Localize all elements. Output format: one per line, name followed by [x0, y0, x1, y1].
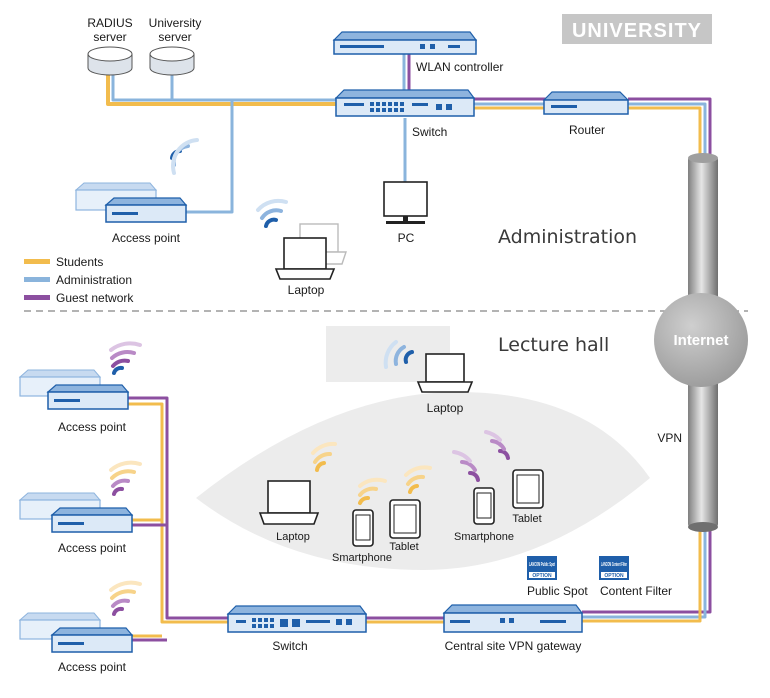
legend-swatch-guest [24, 295, 50, 300]
vpn-label: VPN [657, 431, 682, 445]
pc-icon [383, 181, 428, 224]
smartphone-guest-label: Smartphone [454, 531, 514, 543]
connections [106, 54, 712, 642]
access-point-3-icon [18, 612, 134, 653]
university-server-icon [149, 46, 195, 76]
access-point-1-label: Access point [58, 420, 127, 434]
legend-swatch-students [24, 259, 50, 264]
switch-admin-icon [334, 89, 476, 117]
title-text: UNIVERSITY [572, 20, 702, 42]
switch-hall-icon [226, 605, 368, 633]
wifi-access-point-3-icon [109, 580, 142, 616]
laptop-hall-label: Laptop [276, 531, 310, 543]
tablet-students-icon [389, 499, 421, 539]
access-point-3-label: Access point [58, 660, 127, 674]
tablet-students-label: Tablet [389, 541, 418, 553]
router-label: Router [569, 123, 605, 137]
smartphone-students-label: Smartphone [332, 552, 392, 564]
radius-server-label-1: RADIUS [87, 16, 132, 30]
wlan-controller-icon [332, 31, 478, 55]
title-banner: UNIVERSITY [562, 14, 712, 44]
wifi-access-point-1-icon [109, 341, 142, 375]
switch-admin-label: Switch [412, 125, 447, 139]
wlan-controller-label: WLAN controller [416, 60, 503, 74]
internet-label: Internet [673, 332, 728, 349]
university-server-label-2: server [158, 30, 191, 44]
wifi-hall-laptop-icon [383, 340, 414, 369]
router-icon [542, 91, 630, 115]
public-spot-option-tag: OPTION [532, 573, 552, 579]
internet-cloud [654, 293, 748, 387]
access-point-1-icon [18, 369, 130, 410]
lecture-hall-floor [196, 392, 650, 570]
wifi-access-point-2-icon [109, 460, 142, 496]
access-point-2-icon [18, 492, 134, 533]
switch-hall-label: Switch [272, 639, 307, 653]
laptop-hall-top-label: Laptop [427, 401, 464, 415]
public-spot-option-icon: LANCOM Public Spot OPTION [527, 556, 557, 580]
zone-lecture-hall-label: Lecture hall [498, 334, 609, 356]
wifi-admin-laptop-icon [256, 198, 288, 228]
internet-link: Internet VPN [654, 153, 748, 532]
content-filter-label: Content Filter [600, 584, 672, 598]
legend: Students Administration Guest network [24, 255, 134, 305]
access-point-admin-label: Access point [112, 231, 181, 245]
university-server-label-1: University [149, 16, 202, 30]
wifi-admin-ap-icon [170, 138, 199, 175]
wifi-tablet-guest-icon [484, 430, 510, 460]
tablet-guest-icon [512, 469, 544, 509]
legend-swatch-administration [24, 277, 50, 282]
public-spot-label: Public Spot [527, 584, 588, 598]
legend-label-guest: Guest network [56, 291, 134, 305]
laptop-hall-icon [258, 480, 320, 525]
zone-administration-label: Administration [498, 226, 637, 248]
wifi-tablet-students-icon [404, 465, 432, 494]
legend-label-students: Students [56, 255, 103, 269]
laptop-admin-icon [274, 223, 347, 280]
wifi-smartphone-guest-icon [452, 450, 480, 482]
radius-server-label-2: server [93, 30, 126, 44]
content-filter-option-tag: OPTION [604, 573, 624, 579]
pc-label: PC [398, 231, 415, 245]
access-point-admin-icon [74, 182, 188, 223]
public-spot-option-product: LANCOM Public Spot [529, 562, 555, 568]
laptop-hall-top-icon [416, 353, 474, 393]
wifi-smartphone-students-icon [358, 477, 387, 505]
content-filter-option-product: LANCOM Content Filter [601, 562, 627, 568]
smartphone-students-icon [352, 509, 374, 547]
vpn-gateway-icon [442, 604, 584, 633]
content-filter-option-icon: LANCOM Content Filter OPTION [599, 556, 629, 580]
smartphone-guest-icon [473, 487, 495, 525]
vpn-gateway-label: Central site VPN gateway [445, 639, 582, 653]
radius-server-icon [87, 46, 133, 76]
tablet-guest-label: Tablet [512, 513, 541, 525]
legend-label-administration: Administration [56, 273, 132, 287]
laptop-admin-label: Laptop [288, 283, 325, 297]
wifi-laptop-hall-icon [311, 441, 337, 472]
access-point-2-label: Access point [58, 541, 127, 555]
